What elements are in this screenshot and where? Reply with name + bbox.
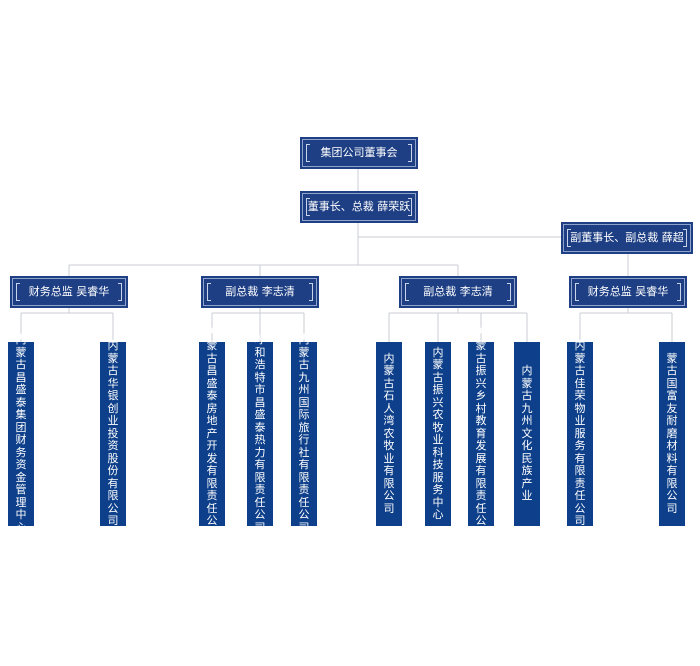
node-label: 副总裁 李志清 — [225, 285, 295, 298]
node-cfo-2: 财务总监 吴睿华 — [569, 276, 687, 308]
node-label: 财务总监 吴睿华 — [28, 285, 110, 298]
unit-ethnic-culture: 内蒙古九州文化民族产业 — [514, 342, 540, 526]
node-label: 集团公司董事会 — [320, 146, 398, 159]
unit-label: 蒙古国富友耐磨材料有限公司 — [666, 351, 678, 515]
node-cfo-1: 财务总监 吴睿华 — [10, 276, 128, 308]
unit-label: 内蒙古昌盛泰房地产开发有限责任公司 — [206, 326, 218, 540]
unit-agri-tech-service: 内蒙古振兴农牧业科技服务中心 — [425, 342, 451, 526]
unit-label: 内蒙古振兴乡村教育发展有限责任公司 — [475, 326, 487, 540]
unit-label: 内蒙古佳荣物业服务有限责任公司 — [574, 339, 586, 528]
node-chairman-president: 董事长、总裁 薛荣跃 — [300, 191, 418, 223]
unit-wear-resistant-materials: 蒙古国富友耐磨材料有限公司 — [659, 342, 685, 526]
unit-label: 内蒙古华银创业投资股份有限公司 — [107, 339, 119, 528]
unit-label: 内蒙古振兴农牧业科技服务中心 — [432, 345, 444, 521]
unit-label: 内蒙古石人湾农牧业有限公司 — [383, 351, 395, 515]
node-vice-chairman: 副董事长、副总裁 薛超 — [561, 222, 693, 254]
unit-property-service: 内蒙古佳荣物业服务有限责任公司 — [567, 339, 593, 528]
unit-rural-education: 内蒙古振兴乡村教育发展有限责任公司 — [468, 327, 494, 539]
node-label: 财务总监 吴睿华 — [587, 285, 669, 298]
node-label: 副总裁 李志清 — [423, 285, 493, 298]
node-label: 副董事长、副总裁 薛超 — [570, 231, 684, 244]
unit-label: 内蒙古昌盛泰集团财务资金管理中心 — [15, 333, 27, 534]
unit-label: 呼和浩特市昌盛泰热力有限责任公司 — [254, 333, 266, 534]
unit-shirenwan-agriculture: 内蒙古石人湾农牧业有限公司 — [376, 342, 402, 526]
unit-finance-center: 内蒙古昌盛泰集团财务资金管理中心 — [8, 333, 34, 533]
unit-heating: 呼和浩特市昌盛泰热力有限责任公司 — [247, 333, 273, 533]
node-label: 董事长、总裁 薛荣跃 — [307, 200, 411, 213]
node-group-board: 集团公司董事会 — [300, 137, 418, 169]
unit-real-estate: 内蒙古昌盛泰房地产开发有限责任公司 — [199, 327, 225, 539]
node-vp-1: 副总裁 李志清 — [201, 276, 319, 308]
unit-travel-agency: 内蒙古九州国际旅行社有限责任公司 — [291, 333, 317, 533]
unit-label: 内蒙古九州文化民族产业 — [521, 364, 533, 503]
unit-huayin-investment: 内蒙古华银创业投资股份有限公司 — [100, 339, 126, 528]
unit-label: 内蒙古九州国际旅行社有限责任公司 — [298, 333, 310, 534]
node-vp-2: 副总裁 李志清 — [399, 276, 517, 308]
